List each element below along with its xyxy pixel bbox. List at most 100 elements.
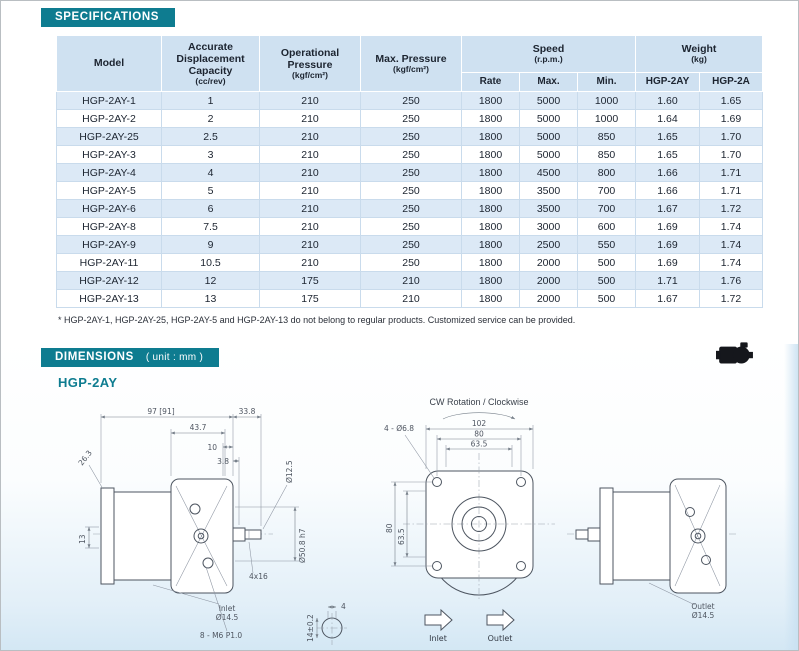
cell-weight-hgp2ay: 1.65 bbox=[635, 145, 700, 164]
cell-capacity: 9 bbox=[161, 235, 260, 254]
cell-operational-pressure: 210 bbox=[259, 109, 361, 128]
cell-weight-hgp2ay: 1.64 bbox=[635, 109, 700, 128]
cell-model: HGP-2AY-11 bbox=[56, 253, 162, 272]
cell-speed-max: 5000 bbox=[519, 145, 578, 164]
cell-weight-hgp2a: 1.72 bbox=[699, 199, 763, 218]
cell-max-pressure: 250 bbox=[360, 235, 462, 254]
dim-detail-width: 4 bbox=[341, 602, 346, 611]
speed-group-label: Speed bbox=[532, 43, 565, 56]
cell-max-pressure: 250 bbox=[360, 109, 462, 128]
inlet-port-diameter: Ø14.5 bbox=[216, 613, 239, 622]
table-row: HGP-2AY-11 10.5 210 250 1800 2000 500 1.… bbox=[56, 253, 763, 272]
cell-max-pressure: 250 bbox=[360, 181, 462, 200]
cell-max-pressure: 250 bbox=[360, 253, 462, 272]
cell-weight-hgp2ay: 1.69 bbox=[635, 235, 700, 254]
spec-table-header: Model Accurate Displacement Capacity (cc… bbox=[56, 35, 763, 92]
cell-model: HGP-2AY-4 bbox=[56, 163, 162, 182]
cell-speed-rate: 1800 bbox=[461, 163, 520, 182]
cell-weight-hgp2ay: 1.71 bbox=[635, 271, 700, 290]
cell-operational-pressure: 210 bbox=[259, 91, 361, 110]
cell-speed-rate: 1800 bbox=[461, 289, 520, 308]
cell-speed-min: 500 bbox=[577, 253, 636, 272]
cell-capacity: 1 bbox=[161, 91, 260, 110]
cell-speed-max: 2000 bbox=[519, 289, 578, 308]
table-row: HGP-2AY-6 6 210 250 1800 3500 700 1.67 1… bbox=[56, 199, 763, 218]
col-header-model: Model bbox=[56, 35, 162, 92]
inlet-port-label: Inlet bbox=[219, 604, 236, 613]
capacity-header-label: Accurate Displacement Capacity bbox=[176, 40, 245, 77]
spec-table-body: HGP-2AY-1 1 210 250 1800 5000 1000 1.60 … bbox=[56, 91, 763, 308]
table-row: HGP-2AY-1 1 210 250 1800 5000 1000 1.60 … bbox=[56, 91, 763, 110]
cell-speed-max: 3500 bbox=[519, 199, 578, 218]
col-header-operational-pressure: Operational Pressure (kgf/cm²) bbox=[259, 35, 361, 92]
cell-speed-max: 2000 bbox=[519, 271, 578, 290]
technical-drawing: 97 [91] 33.8 43.7 10 3.8 26.3 13 Ø12.5 Ø… bbox=[76, 397, 737, 645]
table-row: HGP-2AY-5 5 210 250 1800 3500 700 1.66 1… bbox=[56, 181, 763, 200]
dim-shaft-length: 33.8 bbox=[239, 407, 256, 416]
table-row: HGP-2AY-3 3 210 250 1800 5000 850 1.65 1… bbox=[56, 145, 763, 164]
dim-shaft-diameter: Ø12.5 bbox=[285, 460, 294, 483]
cell-max-pressure: 250 bbox=[360, 91, 462, 110]
edge-gradient bbox=[784, 344, 798, 650]
dim-pilot-diameter: Ø50.8 h7 bbox=[298, 528, 307, 563]
dim-flange-width: 102 bbox=[472, 419, 487, 428]
col-header-speed-min: Min. bbox=[577, 72, 636, 92]
thread-note: 8 - M6 P1.0 bbox=[200, 631, 243, 640]
cell-weight-hgp2ay: 1.65 bbox=[635, 127, 700, 146]
cell-operational-pressure: 210 bbox=[259, 127, 361, 146]
cell-speed-max: 5000 bbox=[519, 127, 578, 146]
col-header-capacity: Accurate Displacement Capacity (cc/rev) bbox=[161, 35, 260, 92]
cell-capacity: 3 bbox=[161, 145, 260, 164]
cell-weight-hgp2ay: 1.67 bbox=[635, 289, 700, 308]
cell-speed-rate: 1800 bbox=[461, 253, 520, 272]
cell-capacity: 2.5 bbox=[161, 127, 260, 146]
cell-speed-min: 500 bbox=[577, 271, 636, 290]
cell-max-pressure: 250 bbox=[360, 217, 462, 236]
cell-speed-min: 1000 bbox=[577, 109, 636, 128]
cell-weight-hgp2a: 1.70 bbox=[699, 127, 763, 146]
side-view-left: 97 [91] 33.8 43.7 10 3.8 26.3 13 Ø12.5 Ø… bbox=[76, 407, 307, 640]
cell-weight-hgp2a: 1.74 bbox=[699, 235, 763, 254]
table-row: HGP-2AY-2 2 210 250 1800 5000 1000 1.64 … bbox=[56, 109, 763, 128]
dim-bolt-span: 80 bbox=[474, 430, 484, 439]
dim-port-span: 63.5 bbox=[471, 440, 488, 449]
cell-model: HGP-2AY-12 bbox=[56, 271, 162, 290]
max-pressure-header-unit: (kgf/cm²) bbox=[393, 63, 429, 74]
cell-model: HGP-2AY-5 bbox=[56, 181, 162, 200]
cell-max-pressure: 250 bbox=[360, 145, 462, 164]
outlet-port-diameter: Ø14.5 bbox=[692, 611, 715, 620]
table-row: HGP-2AY-9 9 210 250 1800 2500 550 1.69 1… bbox=[56, 235, 763, 254]
table-row: HGP-2AY-25 2.5 210 250 1800 5000 850 1.6… bbox=[56, 127, 763, 146]
cell-speed-rate: 1800 bbox=[461, 217, 520, 236]
cell-speed-min: 1000 bbox=[577, 91, 636, 110]
cell-capacity: 13 bbox=[161, 289, 260, 308]
cell-model: HGP-2AY-13 bbox=[56, 289, 162, 308]
front-view: CW Rotation / Clockwise 102 80 63 bbox=[306, 397, 555, 645]
cell-weight-hgp2a: 1.65 bbox=[699, 91, 763, 110]
cell-speed-min: 800 bbox=[577, 163, 636, 182]
table-row: HGP-2AY-8 7.5 210 250 1800 3000 600 1.69… bbox=[56, 217, 763, 236]
cell-capacity: 5 bbox=[161, 181, 260, 200]
cell-capacity: 7.5 bbox=[161, 217, 260, 236]
dim-chamfer: 26.3 bbox=[76, 448, 94, 467]
cell-model: HGP-2AY-2 bbox=[56, 109, 162, 128]
cell-speed-max: 5000 bbox=[519, 109, 578, 128]
outlet-flow-label: Outlet bbox=[488, 634, 513, 643]
col-header-speed-max: Max. bbox=[519, 72, 578, 92]
col-header-max-pressure: Max. Pressure (kgf/cm²) bbox=[360, 35, 462, 92]
cell-max-pressure: 210 bbox=[360, 271, 462, 290]
cell-max-pressure: 250 bbox=[360, 199, 462, 218]
cell-speed-rate: 1800 bbox=[461, 145, 520, 164]
specifications-banner-label: SPECIFICATIONS bbox=[55, 11, 160, 23]
cell-operational-pressure: 175 bbox=[259, 289, 361, 308]
dim-step-length: 10 bbox=[207, 443, 217, 452]
table-row: HGP-2AY-13 13 175 210 1800 2000 500 1.67… bbox=[56, 289, 763, 308]
cell-speed-min: 850 bbox=[577, 145, 636, 164]
cell-speed-rate: 1800 bbox=[461, 235, 520, 254]
dim-offset-13: 13 bbox=[78, 534, 87, 544]
dim-overall-length: 97 [91] bbox=[147, 407, 174, 416]
dimensions-banner-label: DIMENSIONS bbox=[55, 351, 134, 363]
cell-operational-pressure: 210 bbox=[259, 217, 361, 236]
cell-max-pressure: 250 bbox=[360, 163, 462, 182]
cell-weight-hgp2a: 1.72 bbox=[699, 289, 763, 308]
